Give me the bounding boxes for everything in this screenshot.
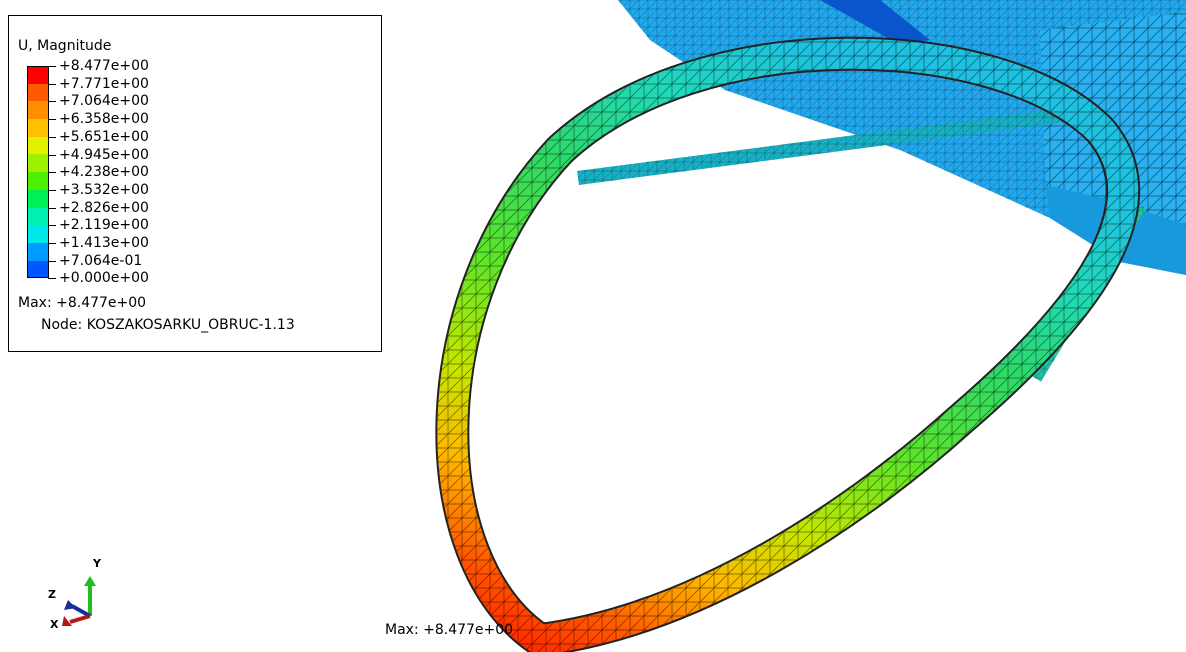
- legend-swatch: [27, 260, 49, 279]
- legend-swatch: [27, 172, 49, 190]
- legend-tick-label: +2.119e+00: [59, 217, 149, 234]
- legend-swatch: [27, 189, 49, 208]
- legend-swatch: [27, 154, 49, 173]
- x-axis-label: X: [50, 618, 59, 631]
- legend-swatch: [27, 136, 49, 155]
- legend-tick-label: +3.532e+00: [59, 181, 149, 198]
- legend-tick-label: +8.477e+00: [59, 58, 149, 74]
- legend-tick-label: +4.945e+00: [59, 146, 149, 163]
- legend-tick-label: +7.064e+00: [59, 93, 149, 110]
- legend-title: U, Magnitude: [18, 38, 112, 54]
- legend-tick-label: +1.413e+00: [59, 235, 149, 251]
- z-axis-label: Z: [48, 588, 56, 601]
- x-axis-arrow: [69, 614, 91, 624]
- legend-tick-label: +2.826e+00: [59, 199, 149, 216]
- legend-tick-label: +0.000e+00: [59, 270, 149, 287]
- legend-swatch: [27, 119, 49, 137]
- legend-colorbar: [27, 66, 49, 279]
- legend-swatch: [27, 207, 49, 226]
- rim-part: [435, 36, 1141, 652]
- legend-tick-label: +7.064e-01: [59, 252, 143, 269]
- legend-tick-label: +6.358e+00: [59, 111, 149, 128]
- contour-legend: U, Magnitude +8.477e+00+7.771e+00+7.064e…: [8, 15, 382, 352]
- legend-tick-label: +4.238e+00: [59, 164, 149, 181]
- legend-max-value: Max: +8.477e+00: [18, 295, 147, 311]
- axis-triad: Y Z X: [48, 557, 102, 631]
- legend-tick-label: +7.771e+00: [59, 75, 149, 92]
- legend-max-node: Node: KOSZAKOSARKU_OBRUC-1.13: [41, 317, 295, 333]
- legend-swatch: [27, 225, 49, 243]
- legend-swatch: [27, 101, 49, 120]
- max-value-annotation: Max: +8.477e+00: [385, 622, 514, 638]
- y-axis-label: Y: [92, 557, 102, 570]
- legend-tick-label: +5.651e+00: [59, 128, 149, 145]
- legend-swatch: [27, 83, 49, 102]
- legend-swatch: [27, 66, 49, 84]
- legend-swatch: [27, 242, 49, 261]
